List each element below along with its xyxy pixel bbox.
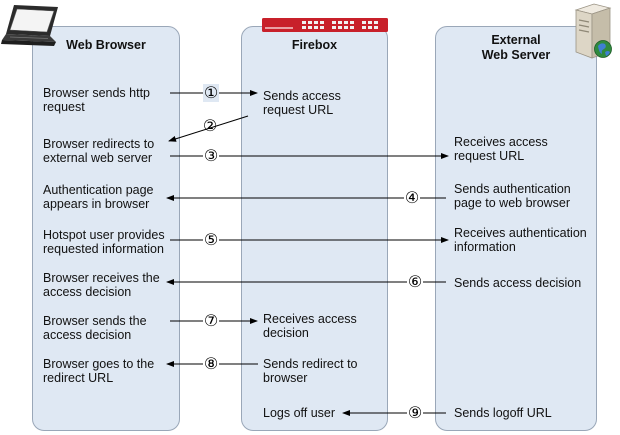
step-number-5: ⑤ [203,230,219,249]
browser-step-redirect-url: Browser goes to the redirect URL [43,357,155,385]
step-number-3: ③ [203,146,219,165]
step-number-1: ① [203,83,219,102]
browser-step-send-request: Browser sends http request [43,86,150,114]
svg-text:⑥: ⑥ [408,272,422,291]
step-number-6: ⑥ [407,272,423,291]
browser-step-auth-page: Authentication page appears in browser [43,183,154,211]
svg-text:④: ④ [405,188,419,207]
browser-step-receives-decision: Browser receives the access decision [43,271,160,299]
browser-step-redirect: Browser redirects to external web server [43,137,155,165]
firebox-step-send-url: Sends access request URL [263,89,341,117]
external-step-receive-info: Receives authentication information [454,226,587,254]
step-number-9: ⑨ [407,403,423,422]
firebox-step-logoff: Logs off user [263,406,336,420]
step-number-4: ④ [404,188,420,207]
svg-text:③: ③ [204,146,218,165]
svg-text:⑤: ⑤ [204,230,218,249]
step-number-7: ⑦ [203,311,219,330]
firebox-step-receive-decision: Receives access decision [263,312,357,340]
firebox-step-send-redirect: Sends redirect to browser [263,357,358,385]
firebox-title: Firebox [291,38,338,52]
step-number-2: ② [203,116,217,135]
step-number-8: ⑧ [203,354,219,373]
external-step-send-decision: Sends access decision [454,276,582,290]
web-server-icon [574,3,612,59]
svg-text:②: ② [203,116,217,135]
svg-text:⑦: ⑦ [204,311,218,330]
laptop-icon [1,5,58,46]
external-web-server-title: External Web Server [481,33,551,62]
browser-step-sends-decision: Browser sends the access decision [43,314,147,342]
external-web-server-lane [435,26,597,431]
svg-text:⑨: ⑨ [408,403,422,422]
browser-step-user-info: Hotspot user provides requested informat… [43,228,165,256]
web-browser-lane [32,26,180,431]
svg-text:①: ① [204,83,218,102]
firebox-lane [241,26,388,431]
web-browser-title: Web Browser [66,38,146,52]
firebox-appliance-icon [262,18,388,32]
external-step-receive-url: Receives access request URL [454,135,548,163]
external-step-send-logoff: Sends logoff URL [454,406,552,420]
svg-text:⑧: ⑧ [204,354,218,373]
arrow-2 [168,115,249,142]
external-step-send-auth-page: Sends authentication page to web browser [454,182,571,210]
